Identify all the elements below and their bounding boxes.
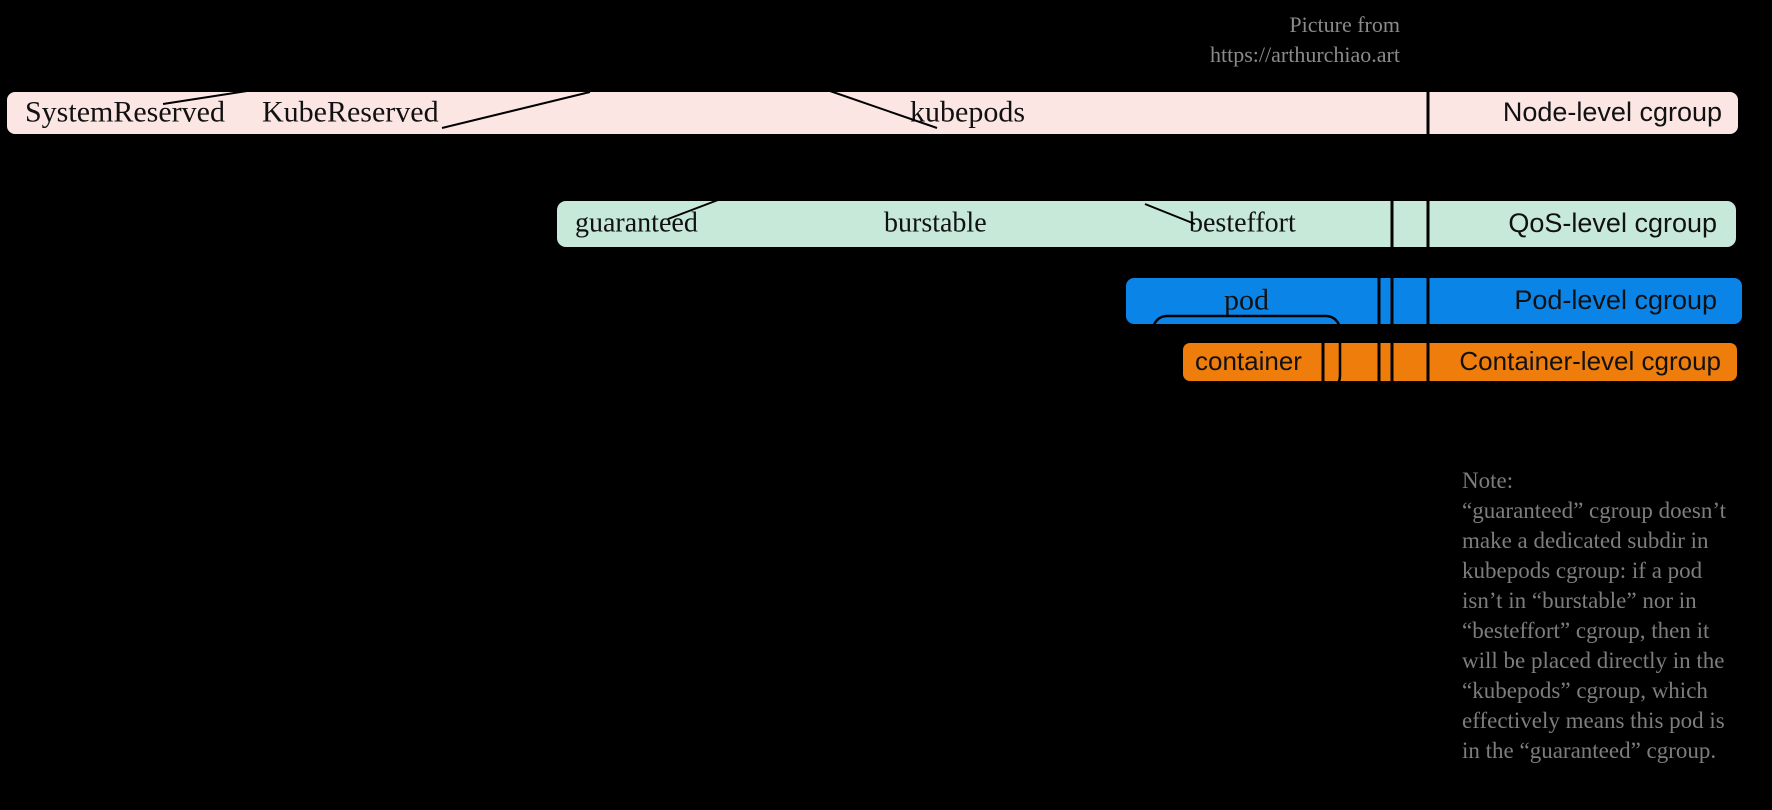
attribution: Picture from https://arthurchiao.art <box>1210 10 1400 70</box>
qos-level-bar: guaranteed burstable besteffort QoS-leve… <box>557 201 1736 247</box>
note-line: effectively means this pod is <box>1462 708 1725 733</box>
segment-besteffort: besteffort <box>1189 207 1296 239</box>
attribution-line-1: Picture from <box>1289 12 1400 37</box>
note-text: Note: “guaranteed” cgroup doesn’t make a… <box>1462 466 1767 766</box>
note-line: kubepods cgroup: if a pod <box>1462 558 1703 583</box>
note-line: will be placed directly in the <box>1462 648 1725 673</box>
segment-kubepods: kubepods <box>910 95 1025 129</box>
note-line: isn’t in “burstable” nor in <box>1462 588 1697 613</box>
pod-level-bar: pod Pod-level cgroup <box>1126 278 1742 324</box>
note-line: Note: <box>1462 468 1514 493</box>
segment-kube-reserved: KubeReserved <box>262 95 439 129</box>
pod-level-label: Pod-level cgroup <box>1514 284 1717 315</box>
note-line: “guaranteed” cgroup doesn’t <box>1462 498 1726 523</box>
note-line: “besteffort” cgroup, then it <box>1462 618 1710 643</box>
segment-guaranteed: guaranteed <box>575 207 698 239</box>
segment-burstable: burstable <box>884 207 987 239</box>
node-level-label: Node-level cgroup <box>1502 96 1722 127</box>
note-line: in the “guaranteed” cgroup. <box>1462 738 1717 763</box>
attribution-line-2: https://arthurchiao.art <box>1210 42 1400 67</box>
node-level-bar: SystemReserved KubeReserved kubepods Nod… <box>7 92 1738 134</box>
container-level-label: Container-level cgroup <box>1459 345 1721 376</box>
segment-container: container <box>1195 345 1302 376</box>
segment-pod: pod <box>1224 283 1269 317</box>
note-line: make a dedicated subdir in <box>1462 528 1709 553</box>
note-line: “kubepods” cgroup, which <box>1462 678 1708 703</box>
qos-level-label: QoS-level cgroup <box>1508 207 1717 238</box>
container-level-bar: container Container-level cgroup <box>1183 343 1737 381</box>
segment-system-reserved: SystemReserved <box>25 95 225 129</box>
